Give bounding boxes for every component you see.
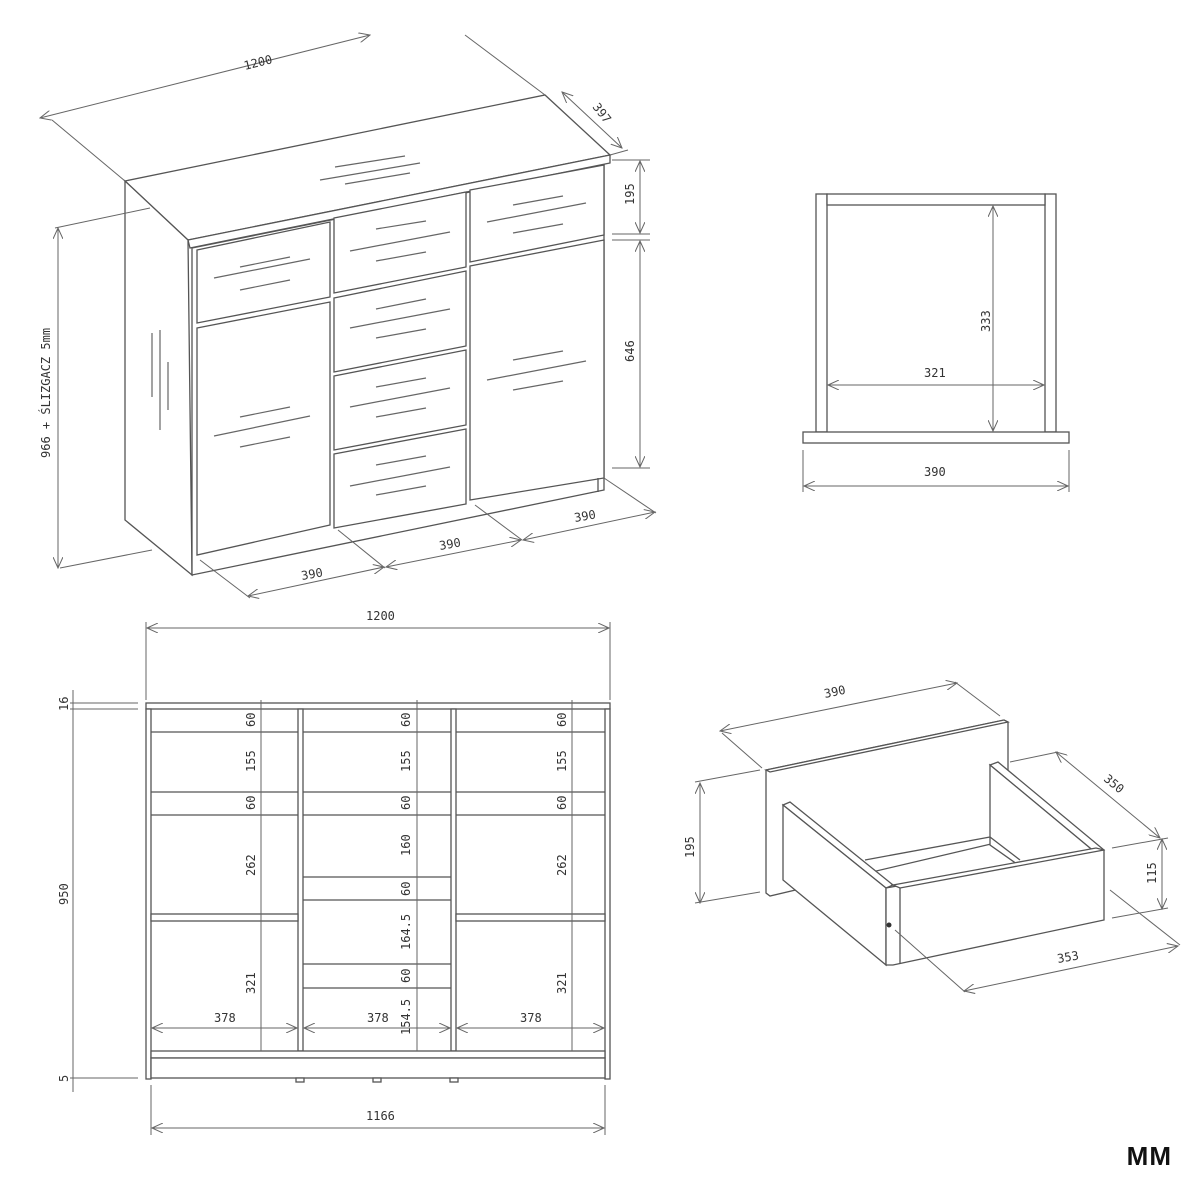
right-col-dim-3: 60 [555, 796, 569, 810]
elev-base-width-label: 1166 [366, 1109, 395, 1123]
mid-col-dim-4: 160 [399, 834, 413, 856]
elev-glide-height-label: 5 [57, 1075, 71, 1082]
iso-lower-height-label: 646 [623, 340, 637, 362]
right-col-dim-1: 60 [555, 713, 569, 727]
elev-total-height-label: 950 [57, 883, 71, 905]
left-col-dim-5: 321 [244, 972, 258, 994]
iso-module-width-2: 390 [438, 535, 462, 553]
mid-col-dim-1: 60 [399, 713, 413, 727]
left-col-dim-3: 60 [244, 796, 258, 810]
iso-depth-label: 397 [590, 100, 614, 126]
right-col-dim-2: 155 [555, 750, 569, 772]
compartment-width-1: 378 [214, 1011, 236, 1025]
left-col-dim-4: 262 [244, 854, 258, 876]
units-label: MM [1126, 1141, 1172, 1171]
mid-col-dim-8: 154.5 [399, 999, 413, 1035]
iso-height-label: 966 + ŚLIZGACZ 5mm [38, 328, 53, 458]
surface-hatch [319, 155, 421, 185]
isometric-drawer-view: 390 195 350 115 353 [683, 682, 1181, 992]
compartment-width-3: 378 [520, 1011, 542, 1025]
drawer-section-view: 333 321 390 [802, 193, 1070, 492]
drawer-inner-width-label: 321 [924, 366, 946, 380]
right-col-dim-4: 262 [555, 854, 569, 876]
compartment-width-2: 378 [367, 1011, 389, 1025]
drawer-inner-depth-label: 333 [979, 310, 993, 332]
mid-col-dim-2: 155 [399, 750, 413, 772]
iso-width-label: 1200 [242, 52, 273, 73]
mid-col-dim-7: 60 [399, 969, 413, 983]
drawer-front-width-label: 390 [924, 465, 946, 479]
drawer-iso-box-height-label: 115 [1145, 862, 1159, 884]
iso-module-width-3: 390 [573, 507, 597, 525]
mid-col-dim-3: 60 [399, 796, 413, 810]
isometric-cabinet-view: 1200 397 966 + ŚLIZGACZ 5mm 195 646 390 … [38, 35, 657, 598]
left-col-dim-2: 155 [244, 750, 258, 772]
mid-col-dim-5: 60 [399, 882, 413, 896]
drawer-iso-front-height-label: 195 [683, 836, 697, 858]
elev-width-label: 1200 [366, 609, 395, 623]
left-col-dim-1: 60 [244, 713, 258, 727]
mid-col-dim-6: 164.5 [399, 914, 413, 950]
drawer-iso-box-length-label: 353 [1056, 948, 1080, 966]
elev-top-thickness-label: 16 [57, 697, 71, 711]
iso-module-width-1: 390 [300, 565, 324, 583]
drawer-iso-front-width-label: 390 [823, 683, 847, 701]
iso-drawer-height-label: 195 [623, 183, 637, 205]
front-elevation-view: 1200 60 155 60 [57, 609, 611, 1135]
right-col-dim-5: 321 [555, 972, 569, 994]
